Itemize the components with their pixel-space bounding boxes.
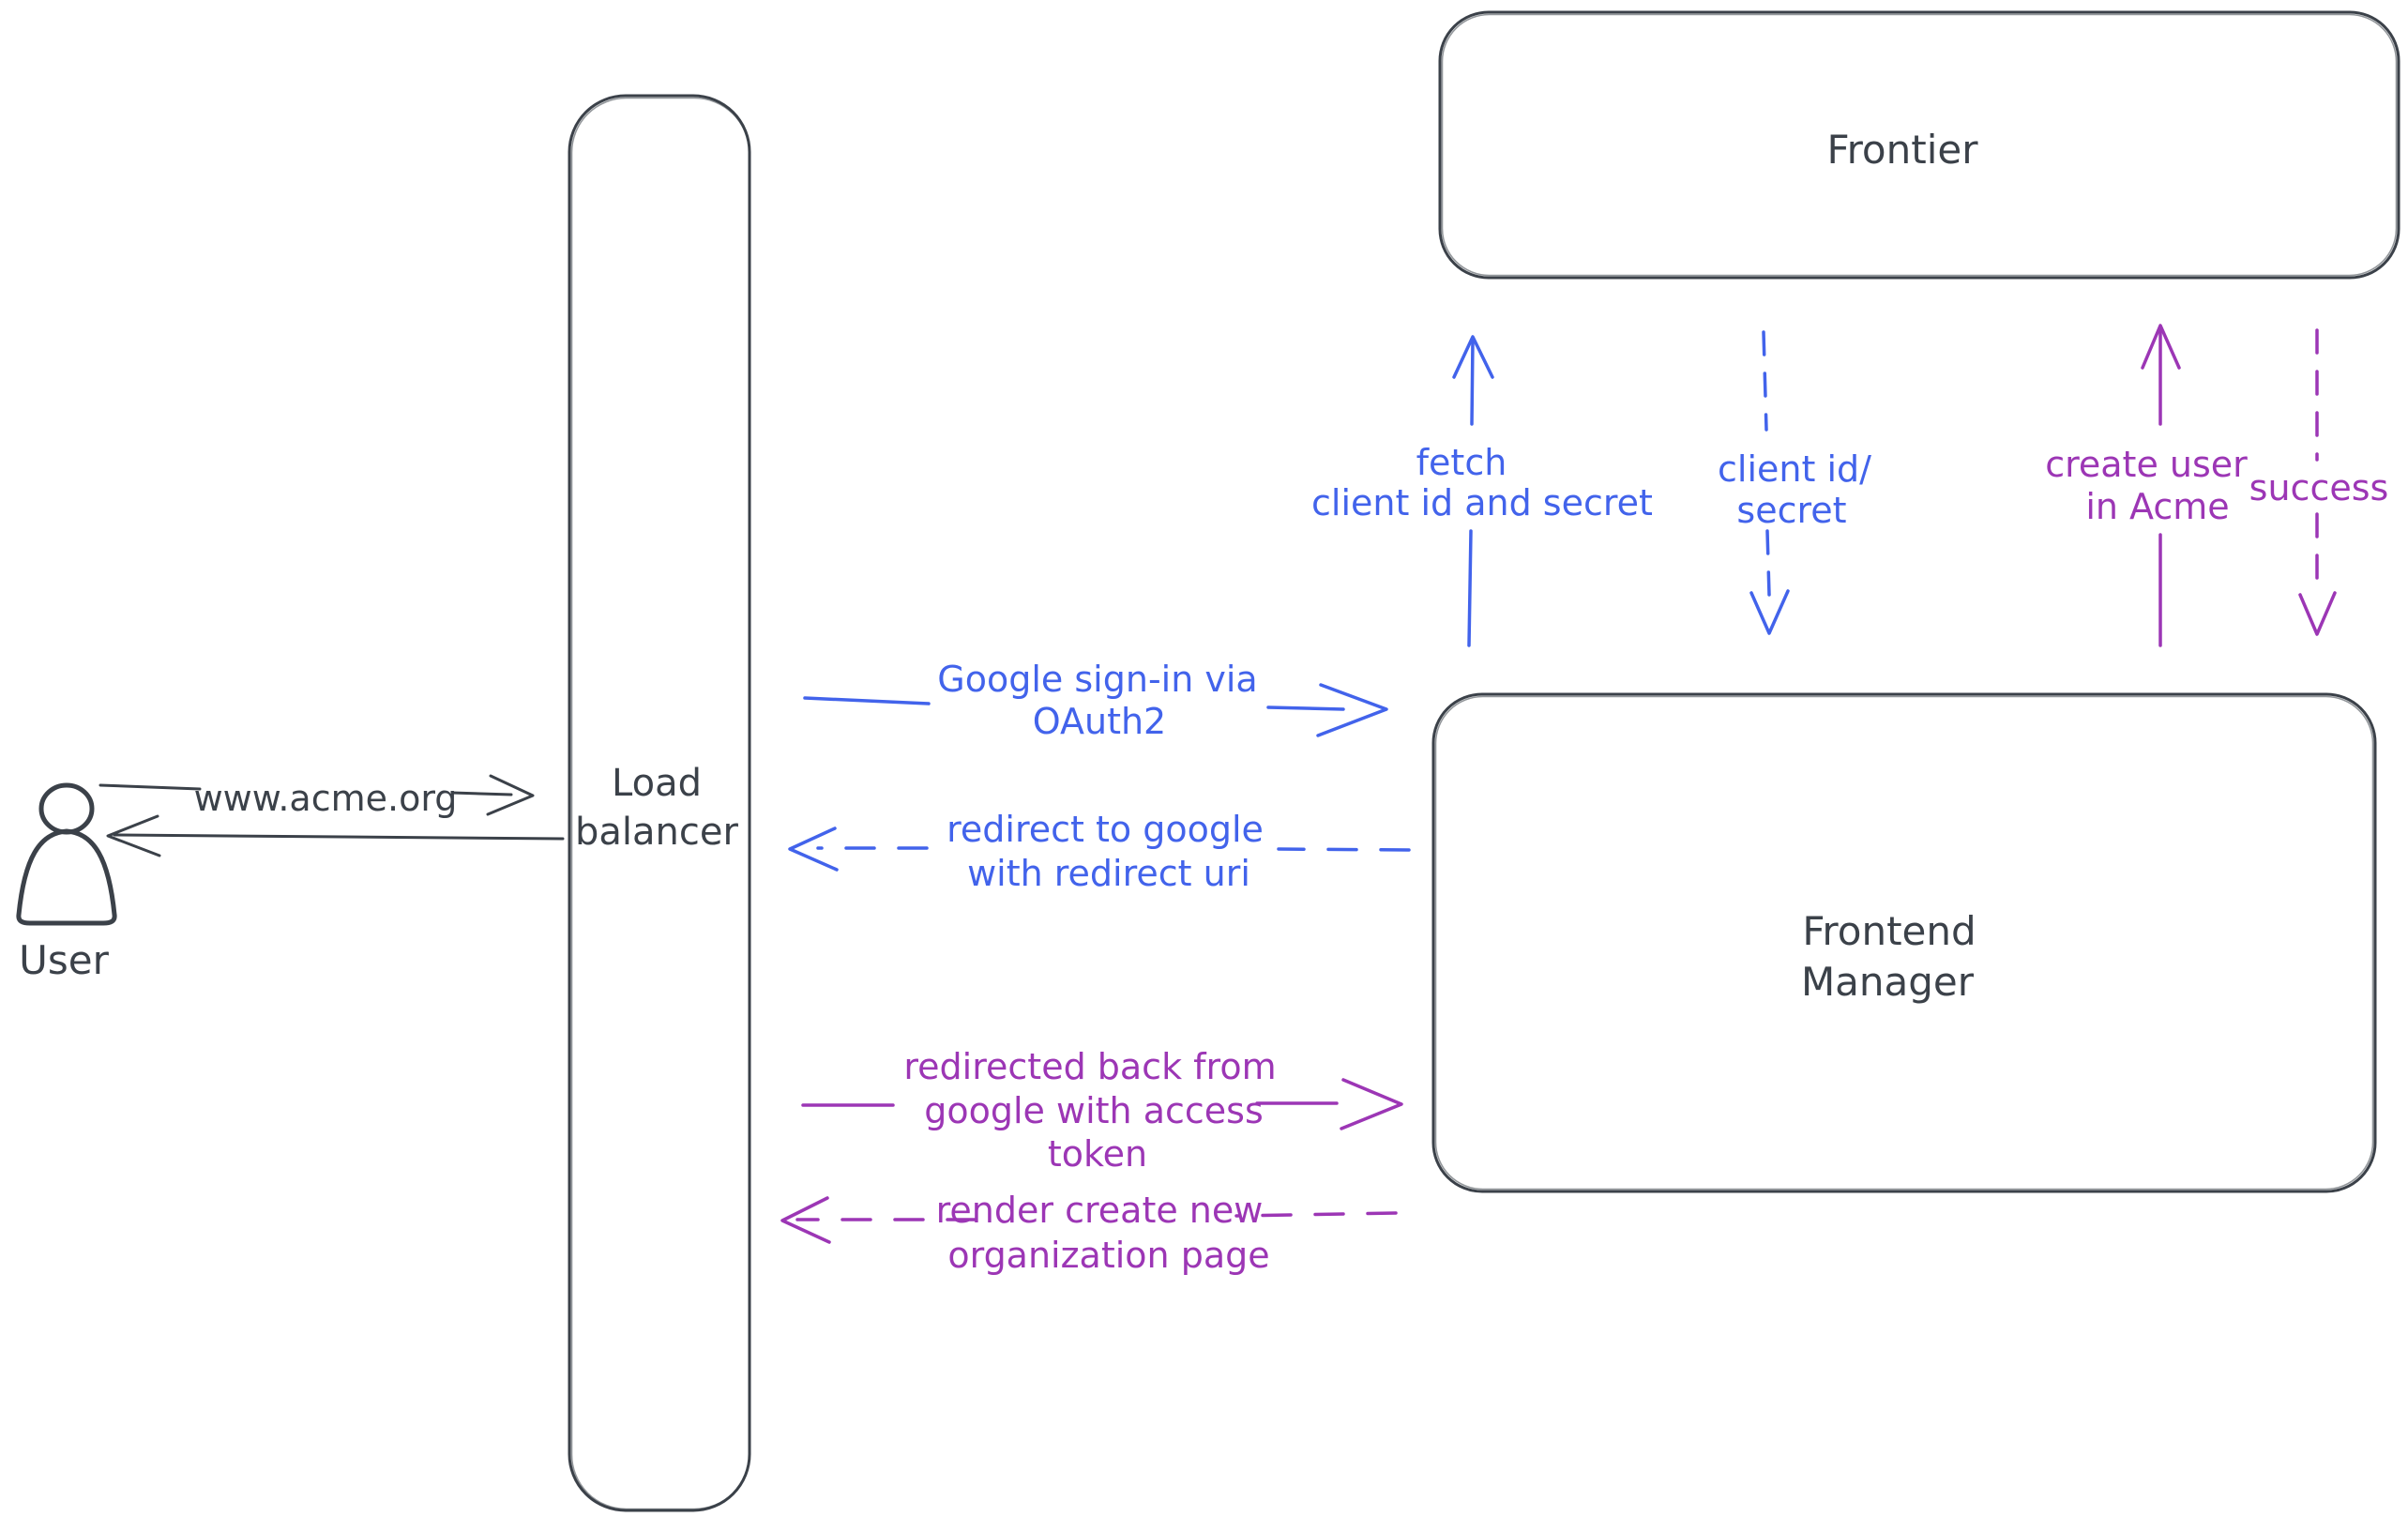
frontend-manager-box: [1431, 692, 2377, 1193]
arrow-www-label: www.acme.org: [194, 778, 458, 819]
user-label: User: [19, 937, 109, 983]
arrow-redirected-back-head-icon: [1340, 1078, 1403, 1130]
arrow-success-label: success: [2249, 467, 2389, 508]
frontier-box: [1438, 10, 2400, 280]
arrow-redirected-back-label-line1: redirected back from: [903, 1046, 1276, 1087]
frontend-manager-box-sketch: [1434, 695, 2374, 1191]
arrow-redirect-head-icon: [788, 827, 839, 872]
frontier-label: Frontier: [1826, 127, 1978, 173]
arrow-render-page-line: [795, 1211, 1398, 1221]
arrow-create-user-label-line2: in Acme: [2085, 486, 2229, 527]
frontend-manager-label-line1: Frontend: [1802, 908, 1976, 954]
arrow-create-user: create user in Acme: [2045, 324, 2248, 647]
arrow-fetch-label-line1: fetch: [1416, 442, 1507, 483]
arrow-success: success: [2249, 328, 2389, 636]
arrow-www-head-icon: [486, 774, 535, 816]
arrow-return-line: [113, 833, 565, 841]
load-balancer-box-sketch: [570, 97, 750, 1510]
arrow-google-signin-label-line2: OAuth2: [1033, 701, 1166, 742]
user-head: [38, 782, 95, 835]
arrow-redirect: redirect to google with redirect uri: [788, 809, 1411, 894]
arrow-www: www.acme.org: [98, 774, 535, 819]
arrow-redirect-line: [816, 846, 1411, 852]
arrow-redirected-back-label-line2: google with access: [924, 1090, 1264, 1131]
arrow-redirected-back: redirected back from google with access …: [801, 1046, 1403, 1175]
frontier-box-sketch: [1441, 13, 2398, 277]
arrow-fetch: fetch client id and secret: [1311, 335, 1653, 647]
arrow-render-page-label-line2: organization page: [947, 1235, 1269, 1276]
arrow-client-id-label-line2: secret: [1736, 490, 1846, 531]
user-body: [16, 828, 117, 926]
arrow-google-signin: Google sign-in via OAuth2: [803, 659, 1388, 742]
arrow-google-signin-label-line1: Google sign-in via: [937, 659, 1257, 700]
arrow-return: [106, 814, 565, 857]
arrow-create-user-head-icon: [2141, 324, 2181, 370]
arrow-render-page-label-line1: render create new: [936, 1190, 1264, 1231]
arrow-client-id-line: [1762, 330, 1771, 597]
arrow-redirected-back-label-line3: token: [1048, 1133, 1147, 1175]
frontend-manager-node: Frontend Manager: [1431, 692, 2377, 1193]
arrow-render-page-head-icon: [780, 1196, 831, 1244]
arrow-redirected-back-line: [801, 1101, 1339, 1107]
user-figure: User: [16, 782, 117, 983]
load-balancer-label-line2: balancer: [575, 811, 738, 854]
arrow-client-id-head-icon: [1749, 589, 1790, 635]
arrow-fetch-head-icon: [1452, 335, 1494, 379]
frontier-node: Frontier: [1438, 10, 2400, 280]
load-balancer-node: Load balancer: [568, 94, 751, 1512]
arrow-client-id-label-line1: client id/: [1718, 448, 1871, 490]
arrow-render-page: render create new organization page: [780, 1190, 1398, 1276]
arrow-create-user-label-line1: create user: [2045, 444, 2248, 485]
load-balancer-label-line1: Load: [612, 762, 702, 805]
arrow-www-line: [98, 783, 513, 796]
arrow-fetch-line: [1467, 338, 1475, 647]
arrow-google-signin-line: [803, 696, 1345, 711]
arrow-redirect-label-line1: redirect to google: [947, 809, 1264, 850]
arrow-return-head-icon: [106, 814, 161, 857]
arrow-fetch-label-line2: client id and secret: [1311, 482, 1653, 523]
arrow-redirect-label-line2: with redirect uri: [967, 853, 1250, 894]
frontend-manager-label-line2: Manager: [1801, 959, 1975, 1005]
arrow-client-id: client id/ secret: [1718, 330, 1871, 635]
arrow-google-signin-head-icon: [1316, 683, 1388, 737]
arrow-success-head-icon: [2298, 591, 2337, 636]
